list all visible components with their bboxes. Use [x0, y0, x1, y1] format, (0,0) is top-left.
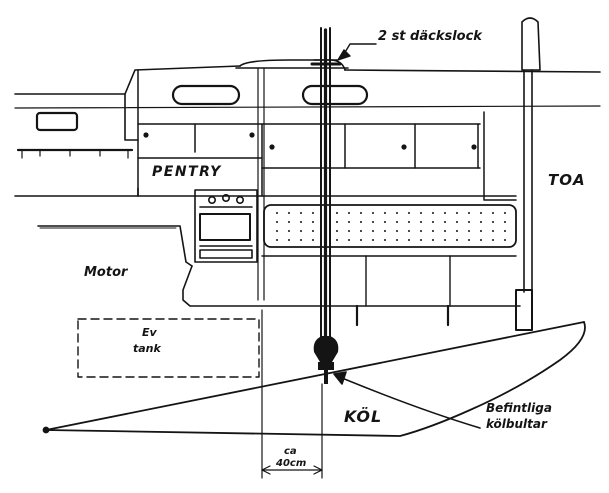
- cushion-dots: [276, 212, 506, 241]
- hull-outline: [14, 65, 601, 307]
- portlight-right: [301, 84, 369, 106]
- toa-post: [515, 17, 541, 331]
- label-bolts-line1: Befintliga: [486, 401, 552, 415]
- keel-outline: [42, 321, 586, 437]
- optional-tank: [77, 318, 260, 378]
- label-tank-line2: tank: [133, 342, 162, 355]
- label-bolts-line2: kölbultar: [486, 417, 548, 431]
- label-deck-plugs: 2 st däckslock: [378, 29, 483, 44]
- settee-cushion: [263, 204, 517, 248]
- label-keel: KÖL: [344, 407, 382, 426]
- keel-bolt-arrow: [333, 371, 481, 429]
- label-toa: TOA: [548, 171, 586, 189]
- lower-cabinets: [261, 255, 517, 327]
- label-motor: Motor: [84, 265, 129, 280]
- mast-post: [310, 27, 342, 346]
- label-tank-line1: Ev: [142, 326, 158, 339]
- label-dim-line2: 40cm: [275, 458, 306, 469]
- galley-post: [257, 67, 265, 301]
- cabinet-knobs: [143, 132, 477, 150]
- hull-window: [35, 111, 79, 132]
- mast-step: [313, 336, 339, 384]
- dimension-lines: [261, 309, 323, 479]
- label-dim-line1: ca: [284, 446, 297, 457]
- portlights: [35, 84, 369, 132]
- galley-stove: [194, 189, 258, 263]
- deck-plug-arrow: [337, 43, 377, 61]
- label-pentry: PENTRY: [152, 164, 222, 180]
- portlight-left: [171, 84, 241, 106]
